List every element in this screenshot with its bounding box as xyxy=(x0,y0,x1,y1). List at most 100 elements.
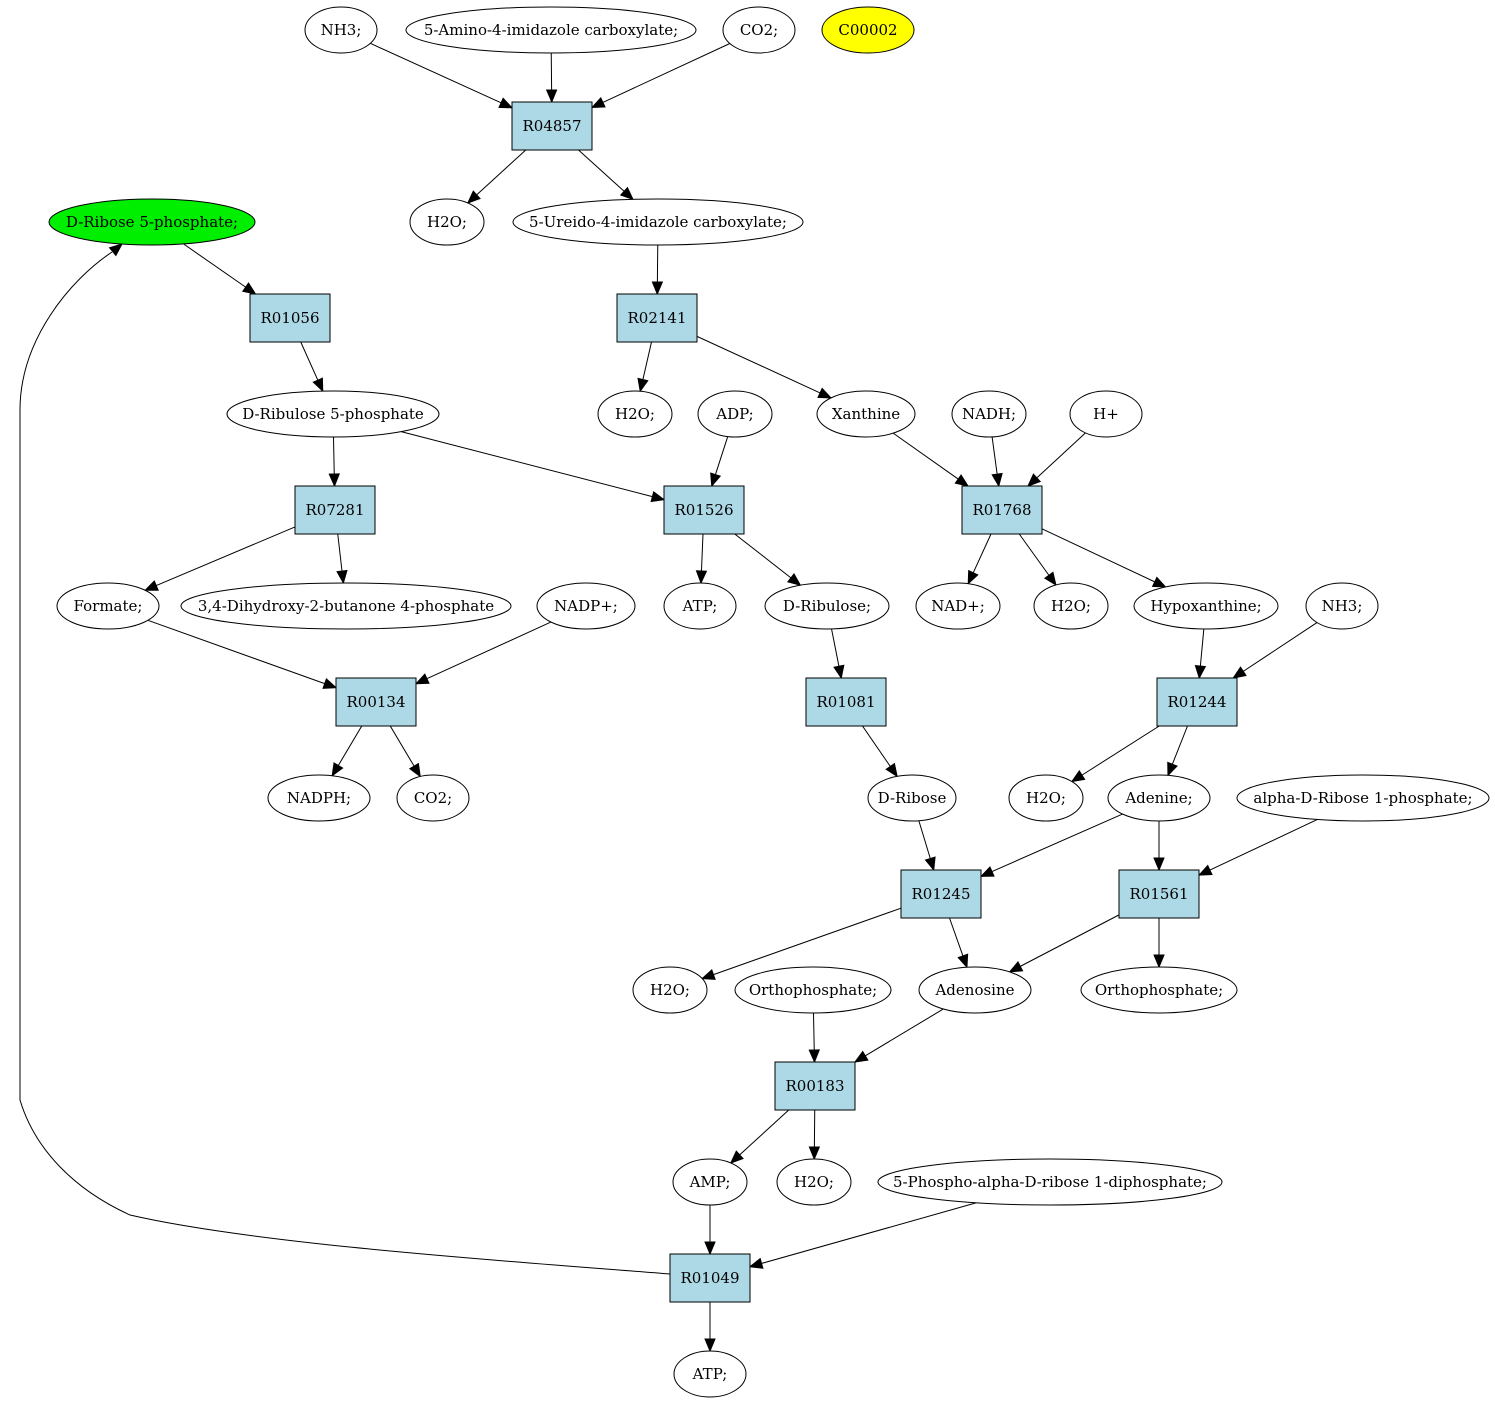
edge-r00183-to-c-amp xyxy=(729,1109,790,1164)
compound-node-c-h2o-5[interactable]: H2O; xyxy=(632,966,708,1014)
reaction-node-r02141[interactable]: R02141 xyxy=(616,293,698,343)
compound-ellipse xyxy=(304,6,378,54)
reaction-node-r00134[interactable]: R00134 xyxy=(335,677,417,727)
compound-node-c-uica[interactable]: 5-Ureido-4-imidazole carboxylate; xyxy=(512,198,804,246)
edge-r01768-to-c-h2o-3 xyxy=(1018,533,1057,587)
compound-node-c-ribose[interactable]: D-Ribose xyxy=(867,774,957,822)
edge-r04857-to-c-uica xyxy=(578,149,634,201)
compound-ellipse xyxy=(1133,582,1279,630)
arrowhead xyxy=(241,282,257,295)
compound-label: CO2; xyxy=(414,789,452,807)
compound-node-c-h2o-1[interactable]: H2O; xyxy=(409,198,485,246)
compound-ellipse xyxy=(776,1158,852,1206)
compound-label: ADP; xyxy=(715,405,753,423)
reaction-label: R01081 xyxy=(816,693,875,711)
edge-line xyxy=(734,533,792,579)
reaction-node-r01049[interactable]: R01049 xyxy=(669,1253,751,1303)
edge-c-nadh-to-r01768 xyxy=(991,436,1003,488)
arrowhead xyxy=(704,1338,716,1353)
edge-c-amp-to-r01049 xyxy=(704,1205,716,1256)
compound-node-c-co2-2[interactable]: CO2; xyxy=(396,774,470,822)
compound-node-c-ru5p[interactable]: D-Ribulose 5-phosphate xyxy=(226,390,440,438)
arrowhead xyxy=(1197,864,1213,876)
edge-line xyxy=(337,725,363,766)
compound-node-c-pi-2[interactable]: Orthophosphate; xyxy=(1080,966,1238,1014)
edge-line xyxy=(19,251,671,1275)
reaction-label: R00183 xyxy=(785,1077,844,1095)
compound-node-c-atp-2[interactable]: ATP; xyxy=(673,1350,747,1398)
compound-node-c-nadph[interactable]: NADPH; xyxy=(267,774,371,822)
compound-node-c-prpp[interactable]: 5-Phospho-alpha-D-ribose 1-diphosphate; xyxy=(877,1158,1223,1206)
reaction-node-r01081[interactable]: R01081 xyxy=(805,677,887,727)
edge-line xyxy=(1242,622,1318,672)
compound-ellipse xyxy=(226,390,440,438)
compound-node-c-r5p[interactable]: D-Ribose 5-phosphate; xyxy=(48,198,256,246)
arrowhead xyxy=(967,569,979,585)
compound-label: H2O; xyxy=(427,213,467,231)
compound-node-c-adenosine[interactable]: Adenosine xyxy=(918,966,1032,1014)
arrowhead xyxy=(954,474,970,487)
compound-label: D-Ribulose 5-phosphate xyxy=(242,405,424,423)
edge-c-adenine-to-r01561 xyxy=(1153,821,1165,872)
compound-node-c-nadpplus[interactable]: NADP+; xyxy=(536,582,636,630)
compound-node-c-adp[interactable]: ADP; xyxy=(697,390,773,438)
compound-node-c-dhbp[interactable]: 3,4-Dihydroxy-2-butanone 4-phosphate xyxy=(180,582,512,630)
compound-node-c-h2o-4[interactable]: H2O; xyxy=(1008,774,1084,822)
arrowhead xyxy=(729,1150,744,1164)
compound-node-c-ar1p[interactable]: alpha-D-Ribose 1-phosphate; xyxy=(1236,774,1490,822)
reaction-node-r01244[interactable]: R01244 xyxy=(1156,677,1238,727)
compound-node-c-h2o-3[interactable]: H2O; xyxy=(1033,582,1109,630)
edge-c-co2-top-to-r04857 xyxy=(590,43,731,108)
edge-line xyxy=(156,526,296,587)
arrowhead xyxy=(408,762,421,778)
compound-node-c-amp[interactable]: AMP; xyxy=(672,1158,748,1206)
edge-c-aica-to-r04857 xyxy=(545,52,558,104)
compound-label: 5-Phospho-alpha-D-ribose 1-diphosphate; xyxy=(893,1173,1207,1191)
edge-r01245-to-c-h2o-5 xyxy=(700,907,902,980)
edge-line xyxy=(713,907,902,976)
compound-node-c-h2o-6[interactable]: H2O; xyxy=(776,1158,852,1206)
reaction-label: R01245 xyxy=(911,885,970,903)
compound-ellipse xyxy=(915,582,1001,630)
compound-node-c-adenine[interactable]: Adenine; xyxy=(1107,774,1211,822)
compound-node-c-co2-top[interactable]: CO2; xyxy=(722,6,796,54)
reaction-node-r01526[interactable]: R01526 xyxy=(663,485,745,535)
compound-node-c-atp-1[interactable]: ATP; xyxy=(663,582,737,630)
edge-r01768-to-c-nadplus xyxy=(967,533,992,585)
compound-node-c-pi-1[interactable]: Orthophosphate; xyxy=(734,966,892,1014)
edge-line xyxy=(949,917,964,957)
compound-node-c-nh3-top[interactable]: NH3; xyxy=(304,6,378,54)
edge-r01245-to-c-adenosine xyxy=(949,917,969,969)
reaction-node-r00183[interactable]: R00183 xyxy=(774,1061,856,1111)
compound-node-c-hplus[interactable]: H+ xyxy=(1069,390,1143,438)
compound-node-c-h2o-2[interactable]: H2O; xyxy=(597,390,673,438)
reaction-node-r04857[interactable]: R04857 xyxy=(511,101,593,151)
arrowhead xyxy=(1027,473,1042,487)
edge-line xyxy=(1171,725,1188,765)
compound-node-c-nadh[interactable]: NADH; xyxy=(951,390,1027,438)
edge-c-prpp-to-r01049 xyxy=(748,1202,977,1269)
compound-node-c-nh3-2[interactable]: NH3; xyxy=(1305,582,1379,630)
node-layer: NH3; 5-Amino-4-imidazole carboxylate; CO2;… xyxy=(48,6,1490,1398)
compound-label: NH3; xyxy=(321,21,362,39)
compound-node-c-ribulose[interactable]: D-Ribulose; xyxy=(764,582,890,630)
reaction-node-r01245[interactable]: R01245 xyxy=(900,869,982,919)
compound-node-c-xanthine[interactable]: Xanthine xyxy=(816,390,916,438)
edge-c-hplus-to-r01768 xyxy=(1027,432,1086,487)
compound-ellipse xyxy=(1008,774,1084,822)
reaction-node-r01561[interactable]: R01561 xyxy=(1118,869,1200,919)
arrowhead xyxy=(1167,761,1178,777)
compound-ellipse xyxy=(734,966,892,1014)
arrowhead xyxy=(144,580,159,591)
reaction-node-r01056[interactable]: R01056 xyxy=(249,293,331,343)
arrowhead xyxy=(619,186,634,201)
compound-node-c-aica[interactable]: 5-Amino-4-imidazole carboxylate; xyxy=(405,6,697,54)
edge-c-nadpplus-to-r00134 xyxy=(414,621,552,685)
reaction-node-r01768[interactable]: R01768 xyxy=(961,485,1043,535)
compound-node-c-hypoxanthine[interactable]: Hypoxanthine; xyxy=(1133,582,1279,630)
compound-node-c-formate[interactable]: Formate; xyxy=(56,582,160,630)
compound-ellipse xyxy=(597,390,673,438)
compound-node-c-nadplus[interactable]: NAD+; xyxy=(915,582,1001,630)
reaction-node-r07281[interactable]: R07281 xyxy=(294,485,376,535)
compound-node-c00002[interactable]: C00002 xyxy=(821,6,915,54)
